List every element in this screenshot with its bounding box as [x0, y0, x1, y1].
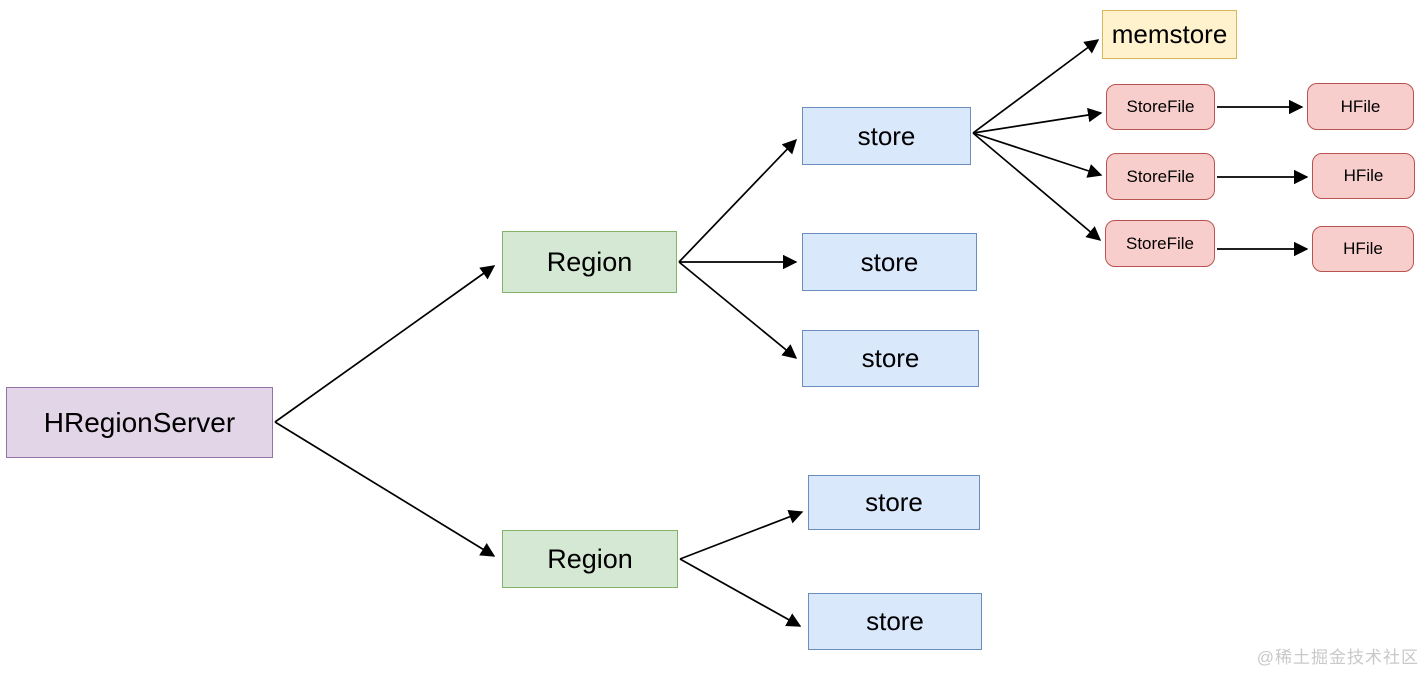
edge-store-1-memstore	[972, 39, 1100, 134]
node-store-2: store	[802, 233, 977, 291]
node-store-3: store	[802, 330, 979, 387]
node-store-4: store	[808, 475, 980, 530]
node-hfile-2: HFile	[1312, 153, 1415, 199]
edge-store-1-storefile-3	[972, 132, 1102, 241]
node-region-top: Region	[502, 231, 677, 293]
watermark: @稀土掘金技术社区	[1256, 648, 1419, 667]
edge-hregionserver-region-bottom	[274, 421, 496, 557]
node-hfile-3: HFile	[1312, 226, 1414, 272]
node-storefile-3: StoreFile	[1105, 220, 1215, 267]
node-hfile-1: HFile	[1307, 83, 1414, 130]
edge-region-top-store-1	[678, 138, 798, 263]
node-storefile-2: StoreFile	[1106, 153, 1215, 200]
node-memstore: memstore	[1102, 10, 1237, 59]
edge-region-bottom-store-4	[679, 509, 804, 560]
edge-store-1-storefile-2	[972, 132, 1103, 178]
node-storefile-1: StoreFile	[1106, 84, 1215, 130]
edge-store-1-storefile-1	[972, 107, 1103, 134]
edge-hregionserver-region-top	[274, 265, 496, 423]
node-region-bottom: Region	[502, 530, 678, 588]
node-hregionserver: HRegionServer	[6, 387, 273, 458]
edge-region-bottom-store-5	[679, 558, 802, 627]
node-store-5: store	[808, 593, 982, 650]
edge-region-top-store-3	[678, 261, 798, 359]
node-store-1: store	[802, 107, 971, 165]
